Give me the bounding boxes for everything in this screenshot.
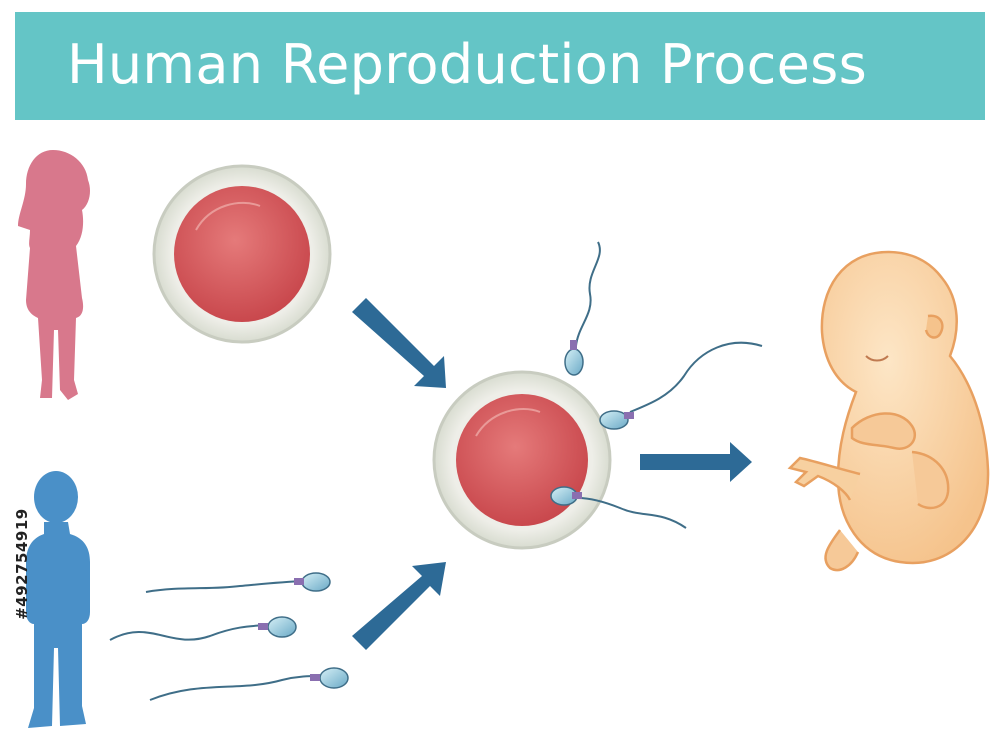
fertilizing-sperm-icon [550, 241, 763, 529]
arrow-sperm-to-fertilization-icon [352, 562, 446, 650]
sperm-group-icon [109, 572, 349, 701]
diagram-title: Human Reproduction Process [67, 33, 868, 96]
arrow-fertilization-to-embryo-icon [640, 442, 752, 482]
female-silhouette-icon [18, 150, 90, 400]
title-banner: Human Reproduction Process [15, 12, 985, 120]
embryo-icon [787, 250, 990, 572]
fertilized-egg-icon [432, 370, 612, 550]
arrow-egg-to-fertilization-icon [352, 298, 446, 388]
stock-id-watermark: #492754919 [13, 508, 31, 620]
male-silhouette-icon [26, 471, 90, 728]
egg-cell-icon [152, 164, 332, 344]
